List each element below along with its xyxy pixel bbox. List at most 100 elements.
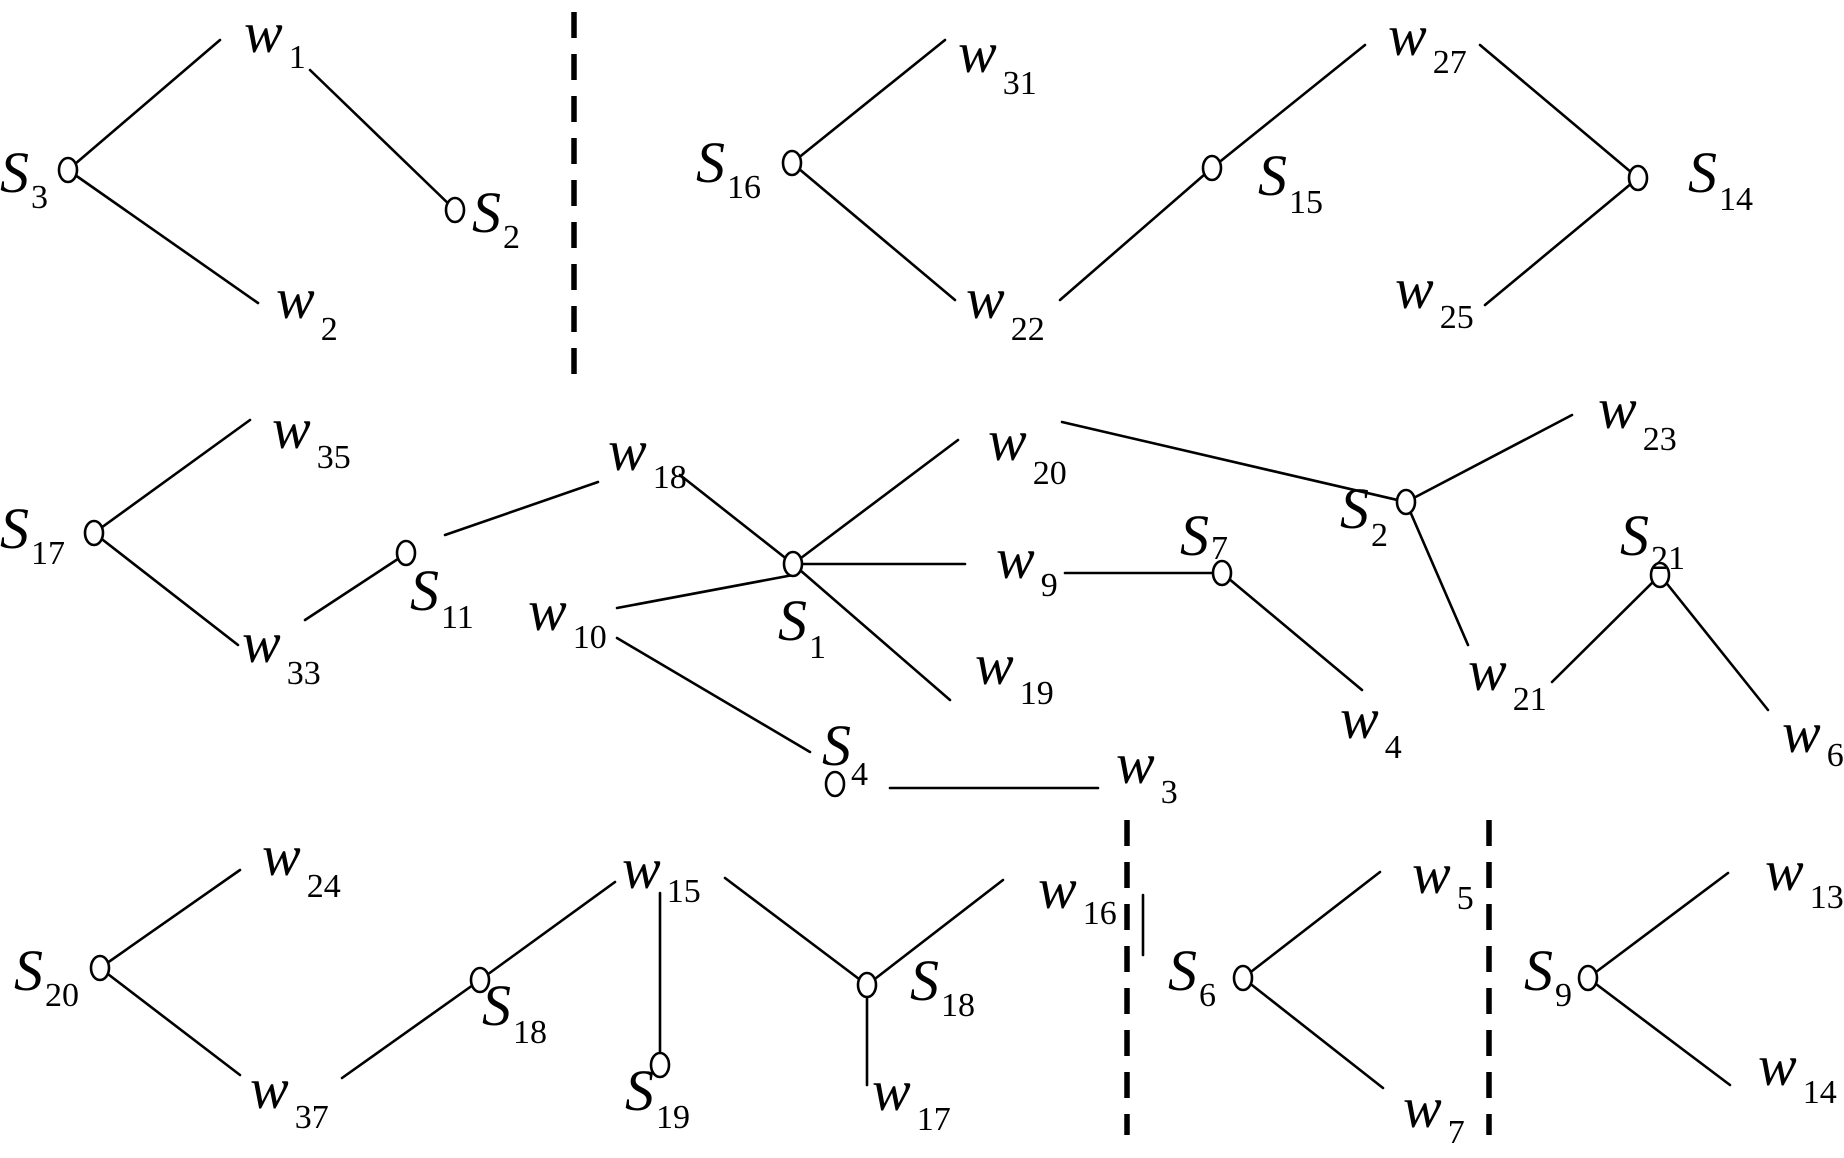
node-s1	[782, 550, 804, 578]
node-s11	[395, 539, 417, 567]
label-s6: S6	[1168, 938, 1216, 1014]
edge-s16-w22	[790, 161, 957, 302]
label-s2-top: S2	[472, 180, 520, 256]
edge-s1-w10	[615, 573, 795, 610]
edge-s15-w27	[1210, 43, 1367, 170]
edge-s17-w35	[92, 418, 252, 535]
label-s14: S14	[1688, 140, 1753, 218]
edge-w21-s21	[1550, 573, 1662, 684]
edge-w22-s15	[1058, 166, 1214, 302]
label-s16: S16	[696, 130, 761, 206]
edge-s9-w14	[1586, 976, 1732, 1087]
edge-w18-s1	[678, 473, 795, 566]
edge-s1-w20	[791, 438, 960, 566]
edge-s9-w13	[1586, 871, 1730, 980]
node-s19	[649, 1051, 671, 1079]
edge-w15-s18b	[723, 876, 869, 987]
label-s3: S3	[0, 140, 48, 216]
edge-s14-w25	[1483, 176, 1640, 307]
edge-s6-w5	[1241, 870, 1382, 980]
label-s7: S7	[1180, 503, 1228, 568]
nodes	[57, 149, 1671, 1079]
edge-w33-s11	[303, 553, 406, 622]
node-s9	[1577, 964, 1599, 992]
edge-s2-w21	[1404, 500, 1470, 647]
edge-s21-w6	[1658, 573, 1770, 712]
node-s18-right	[856, 971, 878, 999]
label-s15: S15	[1258, 143, 1323, 221]
node-s2-top	[444, 196, 466, 224]
edge-w1-s2	[308, 68, 457, 212]
node-s15	[1201, 154, 1223, 182]
label-s11: S11	[410, 558, 474, 636]
edge-s11-w18	[443, 480, 600, 537]
node-s18-left	[469, 966, 491, 994]
label-s19: S19	[625, 1058, 690, 1136]
edge-w27-s14	[1478, 43, 1640, 180]
label-s9: S9	[1524, 938, 1572, 1014]
node-s16	[781, 149, 803, 177]
node-s4	[824, 770, 846, 798]
label-s18-left: S18	[482, 973, 547, 1051]
edge-s3-w1	[66, 38, 222, 172]
edge-w10-s4	[615, 636, 812, 754]
edge-s18b-w16	[865, 878, 1005, 987]
label-s1: S1	[778, 588, 826, 666]
node-s2-middle	[1395, 488, 1417, 516]
label-s17: S17	[0, 496, 65, 572]
edge-s18-w15	[478, 880, 617, 982]
label-s20: S20	[14, 938, 79, 1014]
edge-s3-w2	[66, 168, 260, 305]
edges	[66, 38, 1770, 1090]
edge-s7-w4	[1220, 571, 1364, 692]
edge-s1-w19	[791, 562, 952, 702]
edge-s6-w7	[1241, 976, 1385, 1090]
edge-w37-s18	[340, 978, 482, 1080]
edge-s2-w23	[1404, 413, 1574, 504]
node-s20	[89, 954, 111, 982]
label-w20: w20	[988, 408, 1067, 492]
node-s21	[1649, 561, 1671, 589]
edge-s16-w31	[790, 38, 947, 165]
label-s2-middle: S2	[1340, 476, 1388, 554]
edge-s20-w37	[98, 966, 242, 1077]
node-s14	[1627, 164, 1649, 192]
edge-w20-s2	[1060, 420, 1408, 504]
edge-s20-w24	[98, 868, 242, 970]
label-s21: S21	[1620, 503, 1685, 577]
node-s17	[83, 519, 105, 547]
node-s6	[1232, 964, 1254, 992]
edge-s17-w33	[92, 531, 240, 647]
node-s7	[1211, 559, 1233, 587]
label-s4: S4	[822, 713, 868, 793]
label-s18-right: S18	[910, 948, 975, 1024]
node-s3	[57, 156, 79, 184]
